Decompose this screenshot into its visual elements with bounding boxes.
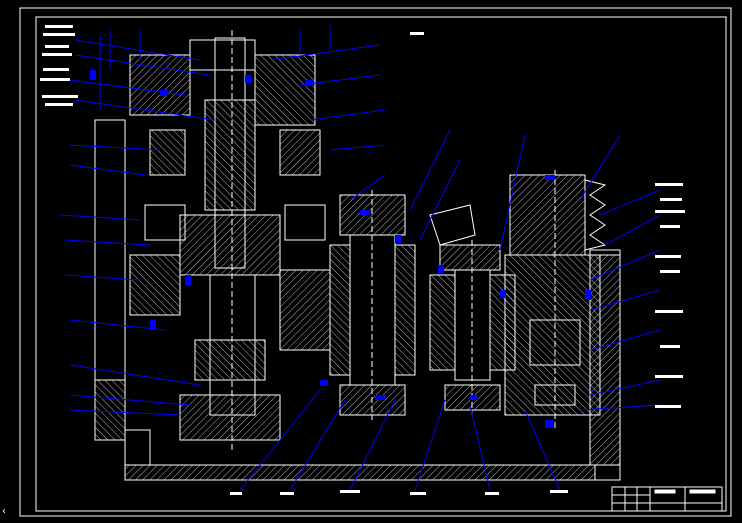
outer-border	[19, 7, 732, 517]
right-notes	[655, 183, 685, 408]
drawing-frame	[35, 16, 727, 512]
title-block	[611, 486, 723, 512]
bottom-labels	[230, 490, 568, 495]
intermediate-shaft	[329, 190, 416, 420]
top-left-notes	[40, 25, 78, 106]
top-note	[410, 32, 424, 35]
pulley-assembly	[429, 170, 607, 430]
leader-lines	[59, 25, 661, 491]
blue-markers	[90, 70, 591, 428]
chevron-left-icon: ‹	[1, 506, 8, 517]
input-shaft	[129, 30, 331, 450]
